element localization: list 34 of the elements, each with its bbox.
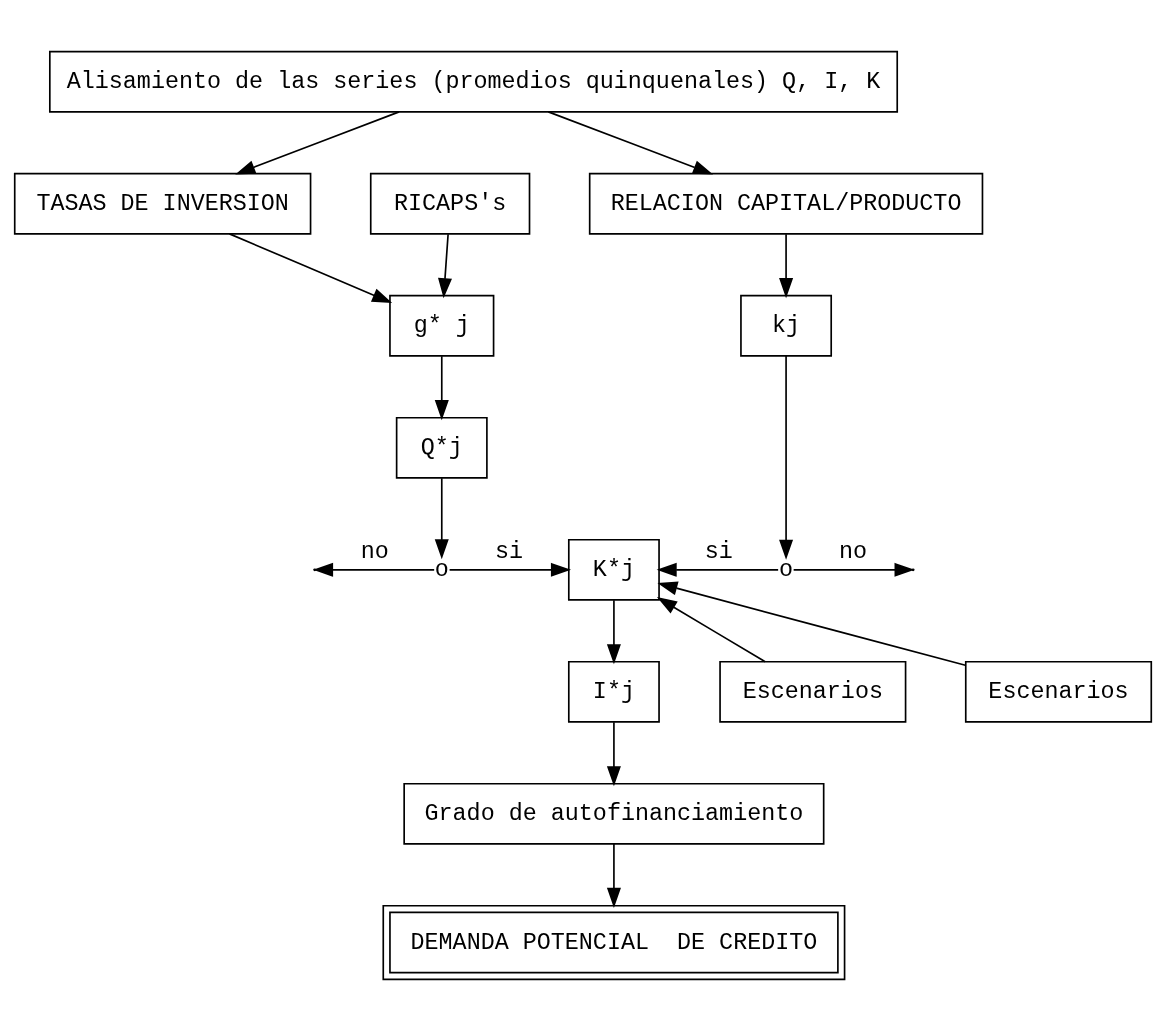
arrow	[434, 355, 449, 421]
node-box: K*j	[567, 538, 660, 601]
node-box: Alisamiento de las series (promedios quinquenales) Q, I, K	[49, 50, 899, 113]
node-box: Grado de autofinanciamiento	[403, 782, 825, 845]
arrow	[606, 843, 621, 908]
arrow	[448, 562, 571, 577]
edge-label: no	[360, 539, 389, 566]
arrow	[656, 562, 779, 577]
arrow	[235, 111, 400, 175]
edge-label: si	[704, 539, 733, 566]
arrow	[779, 355, 794, 560]
node-box: g* j	[389, 294, 495, 357]
arrow	[606, 721, 621, 787]
arrow	[656, 597, 766, 663]
node-text: o	[779, 557, 794, 583]
node-box: kj	[740, 294, 833, 357]
arrow	[434, 477, 449, 560]
arrow	[547, 111, 714, 175]
node-box: RICAPS's	[369, 172, 531, 235]
node-box: RELACION CAPITAL/PRODUCTO	[588, 172, 984, 235]
node-text: o	[434, 557, 449, 583]
node-box: I*j	[567, 660, 660, 723]
edge-label: si	[495, 539, 524, 566]
node-box: Escenarios	[719, 660, 907, 723]
node-box: TASAS DE INVERSION	[13, 172, 312, 235]
node-box: Escenarios	[964, 660, 1153, 723]
arrow	[779, 233, 794, 299]
arrow	[228, 233, 393, 304]
arrow	[657, 581, 967, 667]
node-box: Q*j	[395, 416, 488, 479]
edge-label: no	[839, 539, 868, 566]
arrow	[606, 599, 621, 665]
arrow	[438, 233, 452, 299]
node-box: DEMANDA POTENCIAL DE CREDITO	[382, 904, 846, 981]
